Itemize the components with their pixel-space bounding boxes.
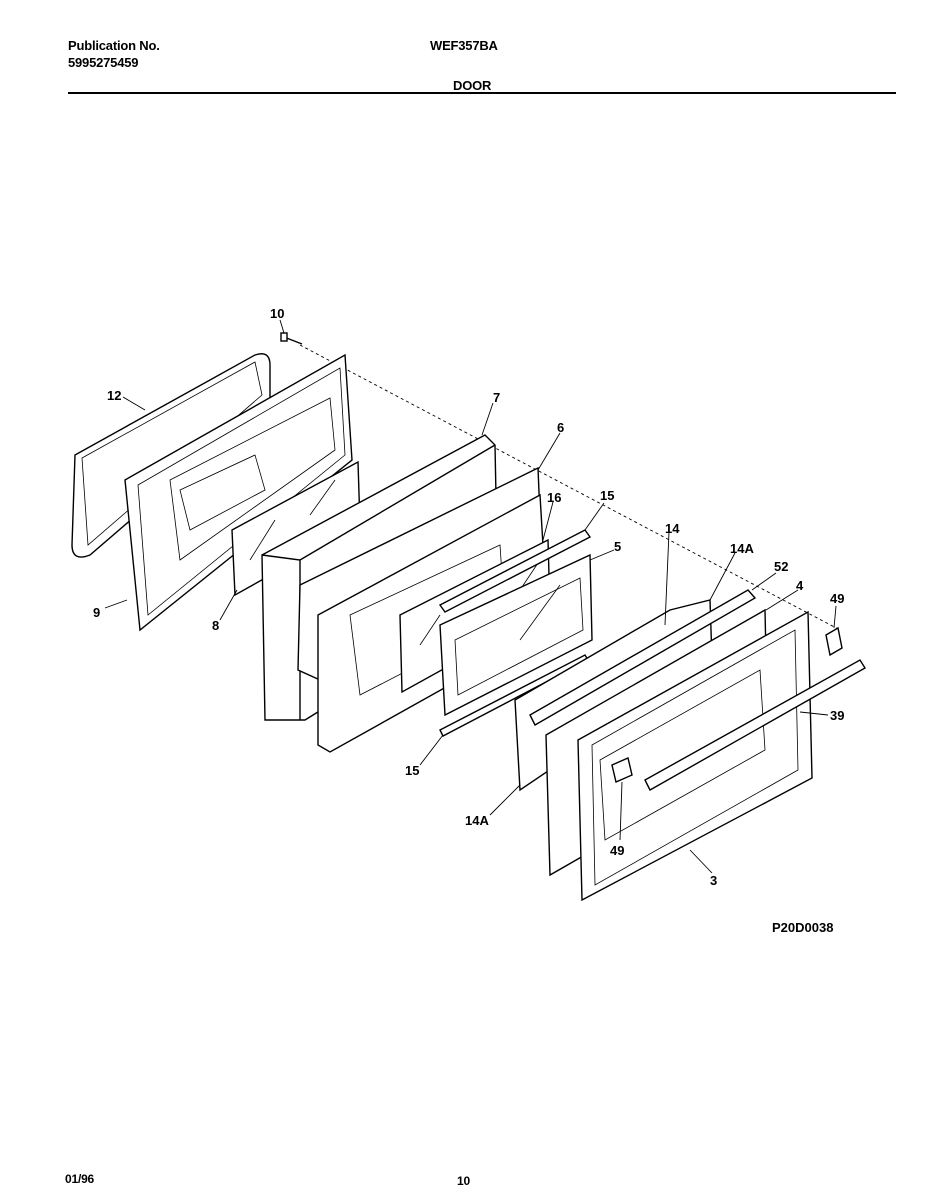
part-39-door-handle	[644, 659, 866, 791]
callout-49-bottom: 49	[610, 843, 624, 858]
part-5-outer-glass	[439, 553, 593, 717]
callout-14a-top: 14A	[730, 541, 754, 556]
callout-14: 14	[665, 521, 680, 536]
publication-label: Publication No.	[68, 38, 160, 53]
callout-39: 39	[830, 708, 844, 723]
callout-16: 16	[547, 490, 561, 505]
part-10-screw	[280, 332, 303, 345]
callout-12: 12	[107, 388, 121, 403]
callout-9: 9	[93, 605, 100, 620]
callout-52: 52	[774, 559, 788, 574]
callout-3: 3	[710, 873, 717, 888]
part-49-handle-cap-bottom	[611, 757, 633, 783]
callout-14a-bottom: 14A	[465, 813, 489, 828]
part-9-inner-door-panel	[124, 353, 353, 632]
callout-4: 4	[796, 578, 804, 593]
callout-15-upper: 15	[600, 488, 614, 503]
section-title: DOOR	[453, 78, 492, 93]
callout-10: 10	[270, 306, 284, 321]
part-52-channel	[529, 589, 757, 726]
header-rule	[68, 92, 896, 94]
callout-6: 6	[557, 420, 564, 435]
model-number: WEF357BA	[430, 38, 498, 53]
drawing-id: P20D0038	[772, 920, 833, 935]
part-15-upper-bracket	[438, 529, 592, 613]
callout-5: 5	[614, 539, 621, 554]
callout-8: 8	[212, 618, 219, 633]
publication-number: 5995275459	[68, 55, 139, 70]
page-number: 10	[457, 1174, 470, 1188]
leader-lines	[104, 319, 837, 874]
part-49-handle-cap-top	[825, 626, 843, 657]
callout-49-top: 49	[830, 591, 844, 606]
callout-7: 7	[493, 390, 500, 405]
callout-15-lower: 15	[405, 763, 419, 778]
footer-date: 01/96	[65, 1172, 95, 1186]
